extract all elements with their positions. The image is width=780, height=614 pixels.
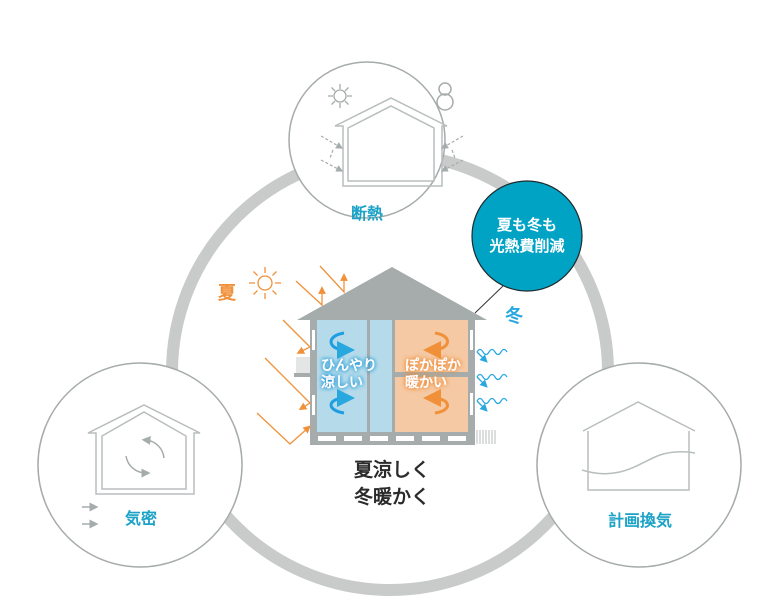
warm-air-arrows (423, 331, 449, 415)
cool-room-text-2: 涼しい (321, 374, 363, 391)
warm-room-text-1: ぽかぽか (405, 357, 461, 374)
badge-pointer (474, 285, 504, 314)
badge-line-1: 夏も冬も (496, 216, 557, 234)
airtight-label: 気密 (125, 509, 157, 528)
caption-line-1: 夏涼しく (354, 458, 430, 481)
heat-block-arrows (320, 135, 464, 172)
sun-icon (328, 84, 352, 108)
savings-badge: 夏も冬も 光熱費削減 (471, 180, 583, 292)
cycle-arrows-icon (125, 435, 165, 478)
fence (476, 430, 496, 444)
badge-line-2: 光熱費削減 (488, 237, 564, 255)
air-arrows-icon (82, 502, 99, 529)
airflow-wave-icon (581, 451, 696, 475)
sunlight-rays (256, 265, 348, 445)
snowman-icon (436, 82, 454, 111)
ventilation-label: 計画換気 (608, 511, 672, 530)
winter-label: 冬 (505, 305, 523, 327)
caption-line-2: 冬暖かく (354, 485, 430, 508)
insulation-circle: 断熱 (288, 61, 464, 223)
warm-room-text-2: 暖かい (405, 374, 447, 391)
ventilation-circle: 計画換気 (536, 362, 742, 568)
house-outline-icon (87, 404, 201, 495)
main-house: ひんやり 涼しい ぽかぽか 暖かい (294, 267, 496, 445)
house-outline-icon (334, 97, 448, 187)
cool-air-arrows (329, 331, 355, 415)
house-outline-icon (582, 401, 696, 491)
airtight-circle: 気密 (37, 362, 243, 568)
summer-label: 夏 (218, 283, 237, 304)
cool-room-text-1: ひんやり (321, 358, 377, 374)
sun-icon (249, 267, 281, 299)
insulation-label: 断熱 (351, 204, 383, 223)
wave-icon (476, 348, 508, 410)
